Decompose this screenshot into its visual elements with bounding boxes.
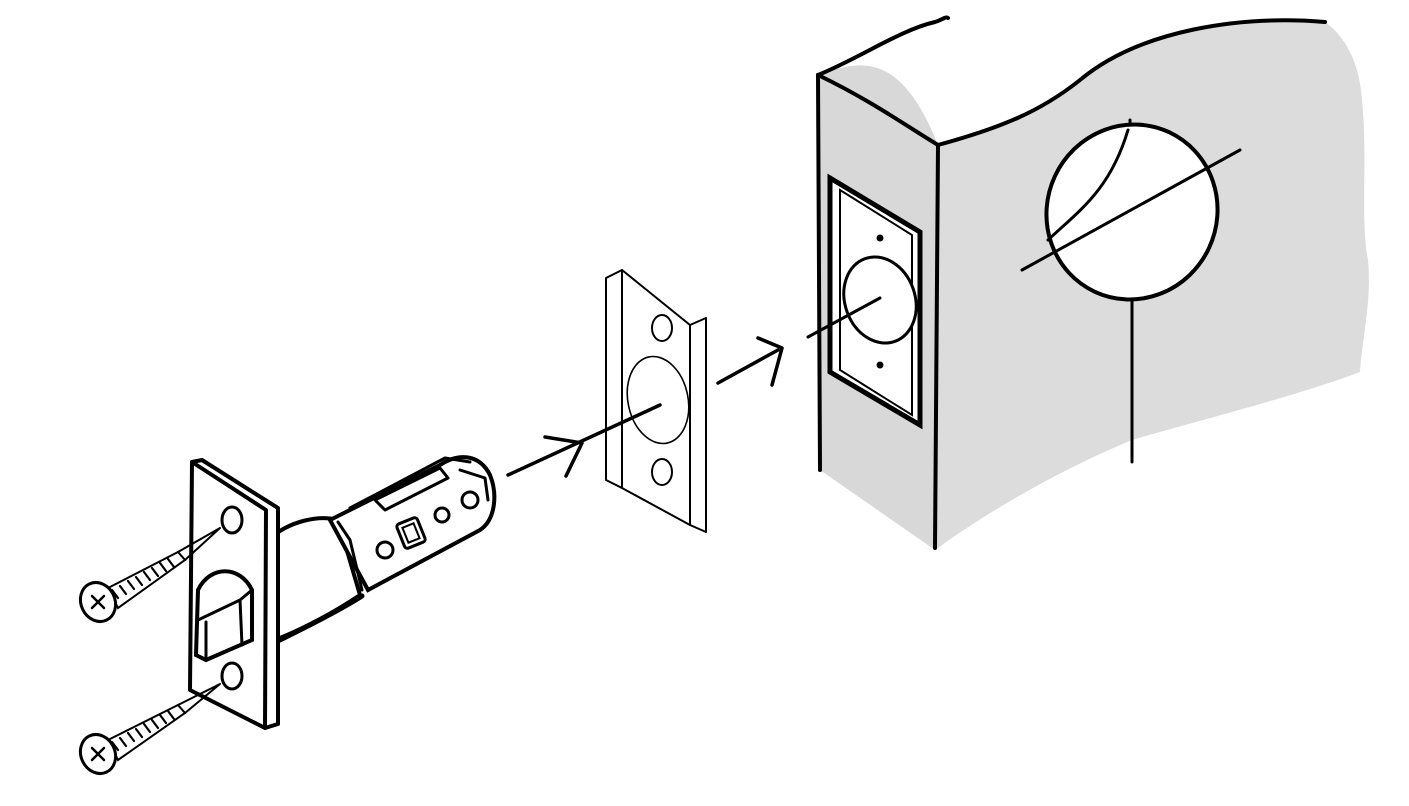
drive-in-adapter-plate — [605, 269, 707, 533]
latch-bolt — [193, 569, 254, 663]
door-edge-mortise — [806, 173, 923, 430]
adapter-to-door-arrow — [716, 336, 784, 387]
door — [806, 15, 1369, 551]
latch-rear-cage — [327, 455, 497, 593]
wood-screw-upper — [78, 527, 221, 623]
latch-assembly — [188, 455, 497, 730]
door-cross-bore — [1020, 122, 1242, 302]
wood-screw-lower — [78, 683, 221, 775]
latch-to-adapter-arrow — [506, 403, 662, 478]
